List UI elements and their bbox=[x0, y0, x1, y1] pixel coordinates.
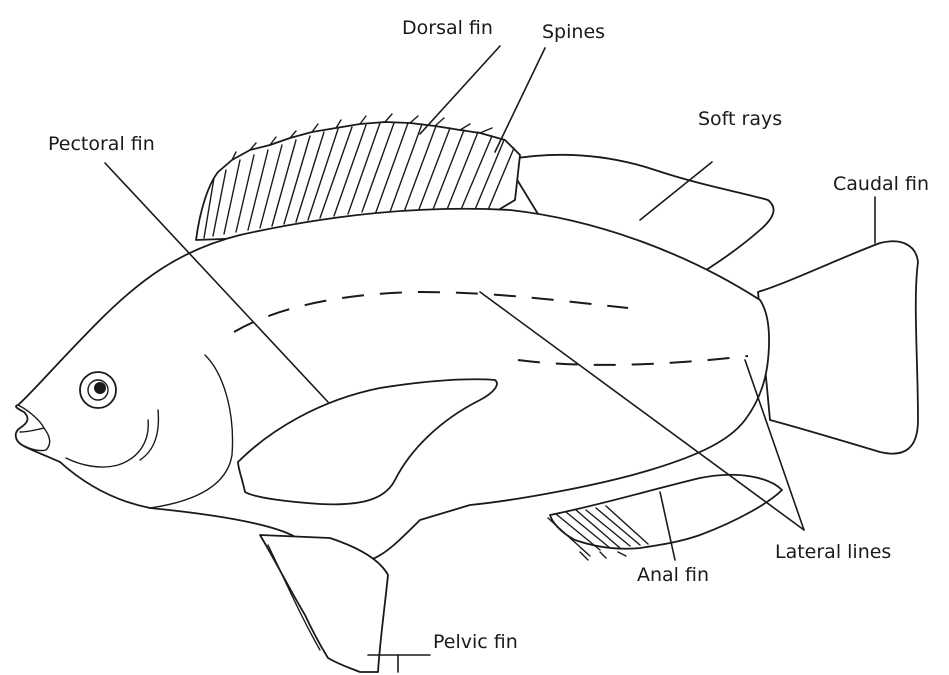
label-caudal-fin: Caudal fin bbox=[833, 173, 929, 195]
label-spines: Spines bbox=[542, 21, 605, 43]
label-soft-rays: Soft rays bbox=[698, 108, 782, 130]
eye-icon bbox=[80, 372, 116, 408]
label-pelvic-fin: Pelvic fin bbox=[433, 631, 518, 653]
pelvic-fin bbox=[260, 535, 388, 672]
label-anal-fin: Anal fin bbox=[637, 564, 709, 586]
label-pectoral-fin: Pectoral fin bbox=[48, 133, 155, 155]
label-lateral-lines: Lateral lines bbox=[775, 541, 891, 563]
caudal-fin bbox=[758, 241, 918, 453]
label-dorsal-fin: Dorsal fin bbox=[402, 17, 493, 39]
